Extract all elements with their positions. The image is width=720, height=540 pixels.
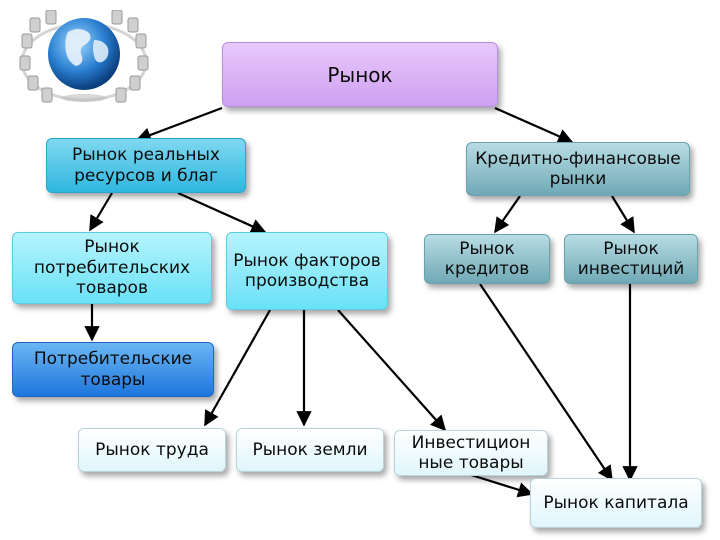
node-labor-market: Рынок труда bbox=[78, 428, 226, 472]
arrow-factors-to-labor bbox=[204, 309, 271, 427]
node-consumer-goods-market-label: Рынок потребительских товаров bbox=[33, 237, 191, 299]
node-factors-market-label: Рынок факторов производства bbox=[233, 250, 381, 291]
arrow-creditmarket-to-capital bbox=[479, 283, 613, 482]
arrow-market-to-credit bbox=[494, 106, 574, 144]
node-consumer-goods-label: Потребительские товары bbox=[33, 349, 193, 390]
globe-meeting-icon bbox=[16, 9, 152, 108]
node-capital-market-label: Рынок капитала bbox=[543, 492, 689, 513]
arrow-credit-to-creditmarket bbox=[494, 195, 521, 234]
arrow-real-to-factors bbox=[177, 191, 267, 234]
node-credit-finance-label: Кредитно-финансовые рынки bbox=[475, 148, 681, 189]
node-real-resources: Рынок реальных ресурсов и благ bbox=[46, 138, 246, 193]
node-investment-market-label: Рынок инвестиций bbox=[577, 238, 685, 279]
node-land-market-label: Рынок земли bbox=[252, 439, 368, 460]
node-credit-market: Рынок кредитов bbox=[424, 234, 550, 284]
node-consumer-goods: Потребительские товары bbox=[12, 342, 214, 397]
node-credit-finance: Кредитно-финансовые рынки bbox=[466, 142, 690, 196]
node-market: Рынок bbox=[222, 42, 498, 107]
node-investment-goods-label: Инвестицион ные товары bbox=[411, 432, 531, 473]
node-market-label: Рынок bbox=[327, 62, 393, 87]
node-labor-market-label: Рынок труда bbox=[95, 439, 209, 460]
node-consumer-goods-market: Рынок потребительских товаров bbox=[12, 232, 212, 304]
node-factors-market: Рынок факторов производства bbox=[226, 232, 388, 310]
arrow-factors-to-investgoods bbox=[337, 309, 447, 432]
arrow-credit-to-investmarket bbox=[611, 195, 635, 234]
node-investment-goods: Инвестицион ные товары bbox=[394, 430, 548, 476]
node-capital-market: Рынок капитала bbox=[530, 478, 702, 528]
arrow-investgoods-to-capital bbox=[467, 472, 534, 498]
node-real-resources-label: Рынок реальных ресурсов и благ bbox=[71, 145, 220, 186]
node-land-market: Рынок земли bbox=[236, 428, 384, 472]
node-credit-market-label: Рынок кредитов bbox=[444, 238, 530, 279]
node-investment-market: Рынок инвестиций bbox=[564, 234, 698, 284]
arrow-market-to-real bbox=[135, 106, 223, 143]
arrow-real-to-consumer-market bbox=[89, 192, 113, 232]
